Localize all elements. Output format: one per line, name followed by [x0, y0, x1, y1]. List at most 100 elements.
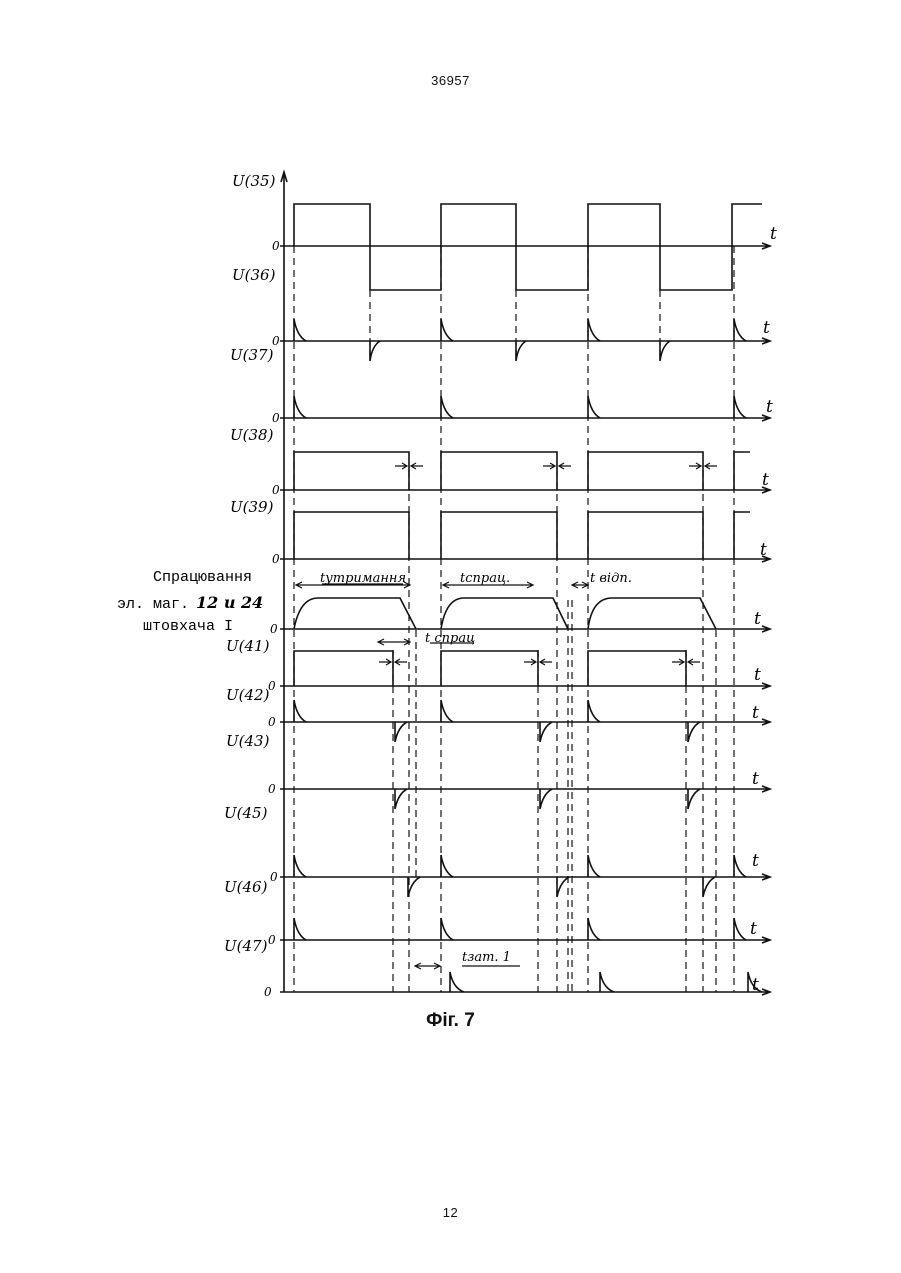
axis-baseline: [280, 626, 770, 632]
spike-u45-pos: [441, 855, 453, 877]
time-axis-label: t: [750, 919, 757, 939]
interval-label-release: t відп.: [590, 571, 632, 586]
zero-label: 0: [268, 933, 276, 947]
signal-label-u46: U(46): [224, 878, 268, 896]
figure-caption: Фіг. 7: [0, 1010, 901, 1032]
spike-u37: [441, 396, 453, 418]
signal-label-u43: U(43): [226, 732, 270, 750]
spike-u36-pos: [588, 319, 600, 341]
time-axis-label: t: [752, 975, 759, 995]
zero-label: 0: [272, 411, 280, 425]
time-axis-label: t: [752, 703, 759, 723]
time-axis-label: t: [752, 851, 759, 871]
wave-u38: [294, 452, 750, 490]
zero-label: 0: [264, 985, 272, 999]
spike-u42-pos: [294, 700, 306, 722]
spike-u36-pos: [294, 319, 306, 341]
zero-label: 0: [270, 622, 278, 636]
time-axis-label: t: [770, 224, 777, 244]
zero-label: 0: [268, 782, 276, 796]
spike-u42-neg: [540, 722, 552, 742]
zero-label: 0: [268, 679, 276, 693]
interval-label-delay: tзат. 1: [462, 950, 511, 965]
operation-curve-1: [294, 598, 416, 629]
spike-u36-pos: [734, 319, 746, 341]
operation-curve-3: [588, 598, 716, 629]
signal-label-u42: U(42): [226, 686, 270, 704]
axis-baseline: [280, 874, 770, 880]
spike-u46: [734, 918, 746, 940]
signal-label-u41: U(41): [226, 637, 270, 655]
arrow-delay-interval: [415, 963, 440, 969]
time-axis-label: t: [763, 318, 770, 338]
spike-u45-neg: [557, 877, 569, 897]
timing-dash-lines: [294, 246, 734, 992]
spike-u43: [688, 789, 700, 809]
spike-u36-neg: [370, 341, 380, 361]
spike-u45-neg: [703, 877, 715, 897]
spike-u47: [450, 972, 464, 992]
spike-u36-neg: [516, 341, 526, 361]
axis-baseline: [280, 415, 770, 421]
spike-u47: [600, 972, 614, 992]
time-axis-label: t: [762, 470, 769, 490]
wave-u39: [294, 512, 750, 559]
zero-label: 0: [268, 715, 276, 729]
spike-u37: [588, 396, 600, 418]
wave-u41: [294, 651, 686, 686]
zero-label: 0: [272, 239, 280, 253]
axis-baseline: [280, 989, 770, 995]
spike-u46: [588, 918, 600, 940]
spike-u45-pos: [734, 855, 746, 877]
signal-label-u37: U(37): [230, 346, 274, 364]
spike-u46: [441, 918, 453, 940]
spike-u42-neg: [688, 722, 700, 742]
axis-baseline: [280, 243, 770, 249]
operation-label-line1: Спрацювання: [153, 569, 252, 586]
signal-label-u36: U(36): [232, 266, 276, 284]
signal-label-u35: U(35): [232, 172, 276, 190]
time-axis-label: t: [754, 609, 761, 629]
spike-u45-pos: [294, 855, 306, 877]
arrow-act2-left: [378, 639, 410, 645]
wave-u35-u36: [294, 204, 762, 290]
spike-u36-pos: [441, 319, 453, 341]
zero-label: 0: [270, 870, 278, 884]
spike-u37: [734, 396, 746, 418]
axis-baseline: [280, 556, 770, 562]
zero-label: 0: [272, 552, 280, 566]
spike-u42-neg: [395, 722, 407, 742]
operation-label-line2-prefix: эл. маг.: [117, 596, 189, 613]
spike-u43: [540, 789, 552, 809]
interval-label-act-2: t спрац: [425, 631, 475, 646]
vertical-axis: [281, 172, 287, 992]
interval-arrows: [296, 463, 717, 969]
page-footer-number: 12: [0, 1205, 901, 1220]
time-axis-label: t: [760, 540, 767, 560]
spike-u45-neg: [408, 877, 420, 897]
axis-baseline: [280, 937, 770, 943]
zero-label: 0: [272, 483, 280, 497]
signal-label-u39: U(39): [230, 498, 274, 516]
arrow-release-interval: [572, 582, 588, 588]
interval-label-act-1: tспрац.: [460, 571, 510, 586]
interval-label-hold: tутримання: [320, 571, 406, 586]
operation-curve-2: [441, 598, 568, 629]
axis-baseline: [280, 487, 770, 493]
axis-baseline: [280, 683, 770, 689]
zero-label: 0: [272, 334, 280, 348]
time-axis-label: t: [766, 397, 773, 417]
spike-u45-pos: [588, 855, 600, 877]
time-axis-label: t: [754, 665, 761, 685]
signal-label-u45: U(45): [224, 804, 268, 822]
signal-label-u38: U(38): [230, 426, 274, 444]
signal-label-u47: U(47): [224, 937, 268, 955]
operation-label-line2-numbers: 12 и 24: [196, 593, 263, 612]
spike-u42-pos: [441, 700, 453, 722]
spike-u42-pos: [588, 700, 600, 722]
spike-u36-neg: [660, 341, 670, 361]
operation-label-line3: штовхача I: [143, 618, 233, 635]
spike-u43: [395, 789, 407, 809]
spike-u37: [294, 396, 306, 418]
